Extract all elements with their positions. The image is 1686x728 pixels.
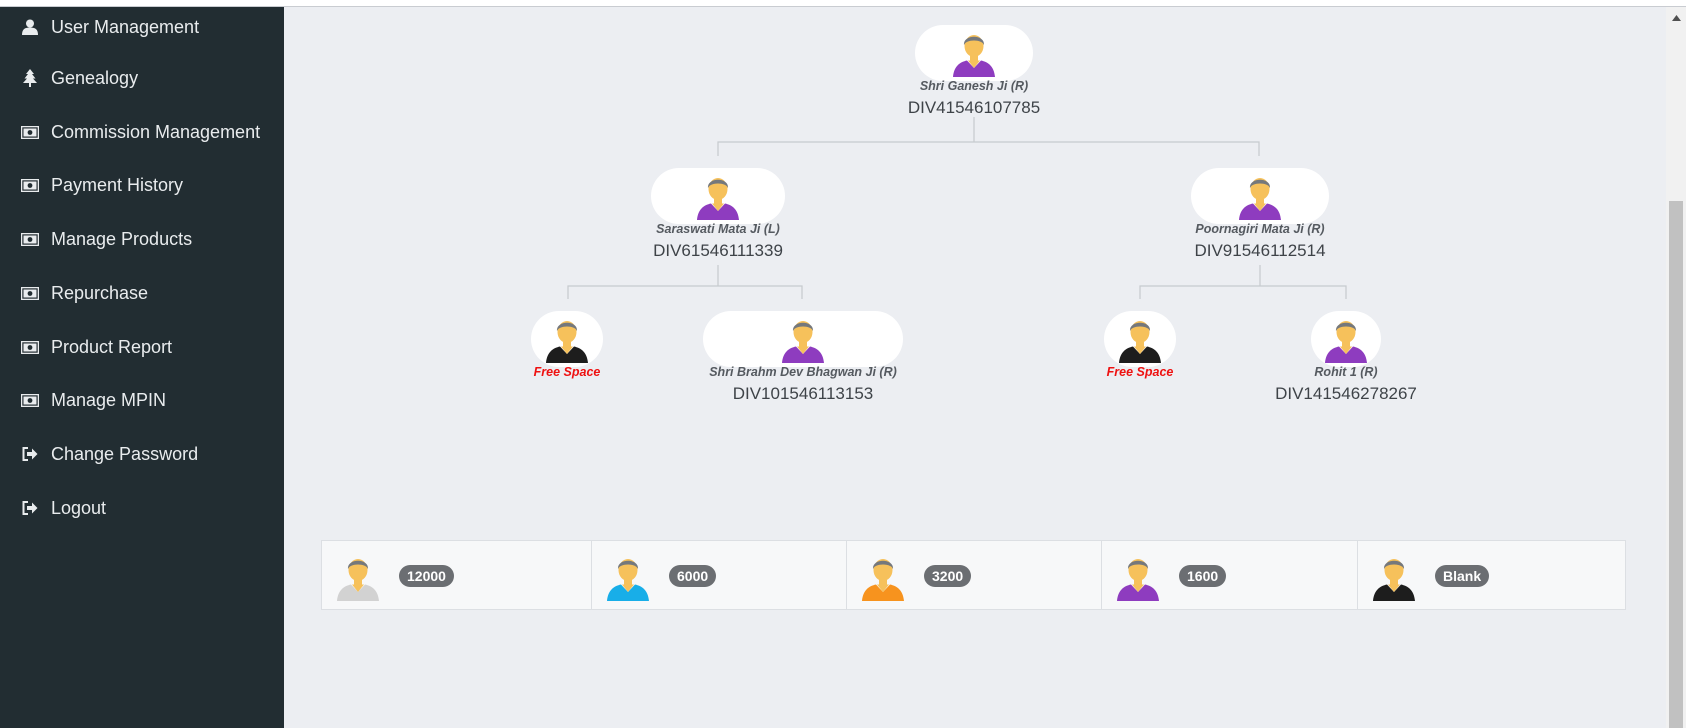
sidebar-item-payment-history[interactable]: Payment History	[0, 165, 284, 205]
money-icon	[21, 284, 39, 302]
sidebar-item-label: Genealogy	[51, 67, 139, 88]
sidebar-item-manage-mpin[interactable]: Manage MPIN	[0, 380, 284, 420]
sidebar: User Management Genealogy Commission Man…	[0, 7, 284, 728]
money-icon	[21, 338, 39, 356]
person-avatar-icon	[1239, 178, 1281, 220]
person-avatar-icon	[782, 321, 824, 363]
legend-value-badge: Blank	[1435, 565, 1490, 587]
genealogy-panel: Shri Ganesh Ji (R) DIV41546107785 Sarasw…	[284, 7, 1666, 728]
person-avatar-icon	[1119, 321, 1161, 363]
member-name: Saraswati Mata Ji (L)	[656, 222, 780, 236]
person-avatar-icon	[697, 178, 739, 220]
member-id: DIV41546107785	[907, 98, 1041, 117]
person-purple-icon	[1117, 559, 1159, 601]
member-id: DIV61546111339	[653, 241, 783, 260]
sidebar-item-label: Payment History	[51, 174, 184, 195]
person-orange-icon	[862, 559, 904, 601]
sidebar-item-manage-products[interactable]: Manage Products	[0, 219, 284, 259]
sidebar-item-genealogy[interactable]: Genealogy	[0, 58, 284, 98]
sign-out-icon	[21, 499, 39, 517]
legend-item: Blank	[1358, 541, 1625, 609]
person-avatar-icon	[546, 321, 588, 363]
free-space-label: Free Space	[533, 365, 601, 379]
money-icon	[21, 230, 39, 248]
member-name: Shri Ganesh Ji (R)	[919, 79, 1029, 93]
money-icon	[21, 391, 39, 409]
sidebar-item-label: Change Password	[51, 443, 199, 464]
tree-connectors	[567, 117, 1347, 299]
legend-value-badge: 3200	[924, 565, 972, 587]
vertical-scrollbar[interactable]	[1666, 7, 1686, 728]
person-gray-icon	[337, 559, 379, 601]
tree-icon	[21, 69, 39, 87]
sidebar-item-label: Commission Management	[51, 121, 261, 142]
sidebar-item-commission-management[interactable]: Commission Management	[0, 112, 284, 152]
sidebar-item-change-password[interactable]: Change Password	[0, 434, 284, 474]
person-avatar-icon	[1325, 321, 1367, 363]
person-blue-icon	[607, 559, 649, 601]
package-legend: 12000 6000 3200 1600	[321, 540, 1626, 610]
member-id: DIV101546113153	[732, 384, 874, 403]
person-black-icon	[1373, 559, 1415, 601]
sidebar-item-label: Repurchase	[51, 282, 149, 303]
legend-item: 1600	[1102, 541, 1358, 609]
sidebar-item-label: Manage Products	[51, 228, 193, 249]
legend-item: 12000	[322, 541, 592, 609]
free-space-label: Free Space	[1106, 365, 1174, 379]
sidebar-item-logout[interactable]: Logout	[0, 488, 284, 528]
legend-value-badge: 6000	[669, 565, 717, 587]
money-icon	[21, 123, 39, 141]
scrollbar-thumb[interactable]	[1669, 201, 1683, 728]
legend-item: 6000	[592, 541, 847, 609]
person-avatar-icon	[953, 35, 995, 77]
legend-value-badge: 12000	[399, 565, 454, 587]
member-id: DIV141546278267	[1275, 384, 1417, 403]
legend-value-badge: 1600	[1179, 565, 1227, 587]
member-name: Rohit 1 (R)	[1314, 365, 1378, 379]
legend-item: 3200	[847, 541, 1102, 609]
sidebar-item-label: Product Report	[51, 336, 173, 357]
sign-out-icon	[21, 445, 39, 463]
member-name: Poornagiri Mata Ji (R)	[1195, 222, 1325, 236]
money-icon	[21, 176, 39, 194]
sidebar-item-label: Logout	[51, 497, 107, 518]
scroll-up-arrow-icon[interactable]	[1666, 11, 1686, 25]
sidebar-item-repurchase[interactable]: Repurchase	[0, 273, 284, 313]
member-id: DIV91546112514	[1194, 241, 1326, 260]
sidebar-item-label: Manage MPIN	[51, 389, 167, 410]
top-border	[0, 0, 1686, 7]
user-icon	[21, 18, 39, 36]
member-name: Shri Brahm Dev Bhagwan Ji (R)	[709, 365, 897, 379]
sidebar-item-product-report[interactable]: Product Report	[0, 327, 284, 367]
sidebar-item-user-management[interactable]: User Management	[0, 7, 284, 47]
sidebar-item-label: User Management	[51, 16, 200, 37]
